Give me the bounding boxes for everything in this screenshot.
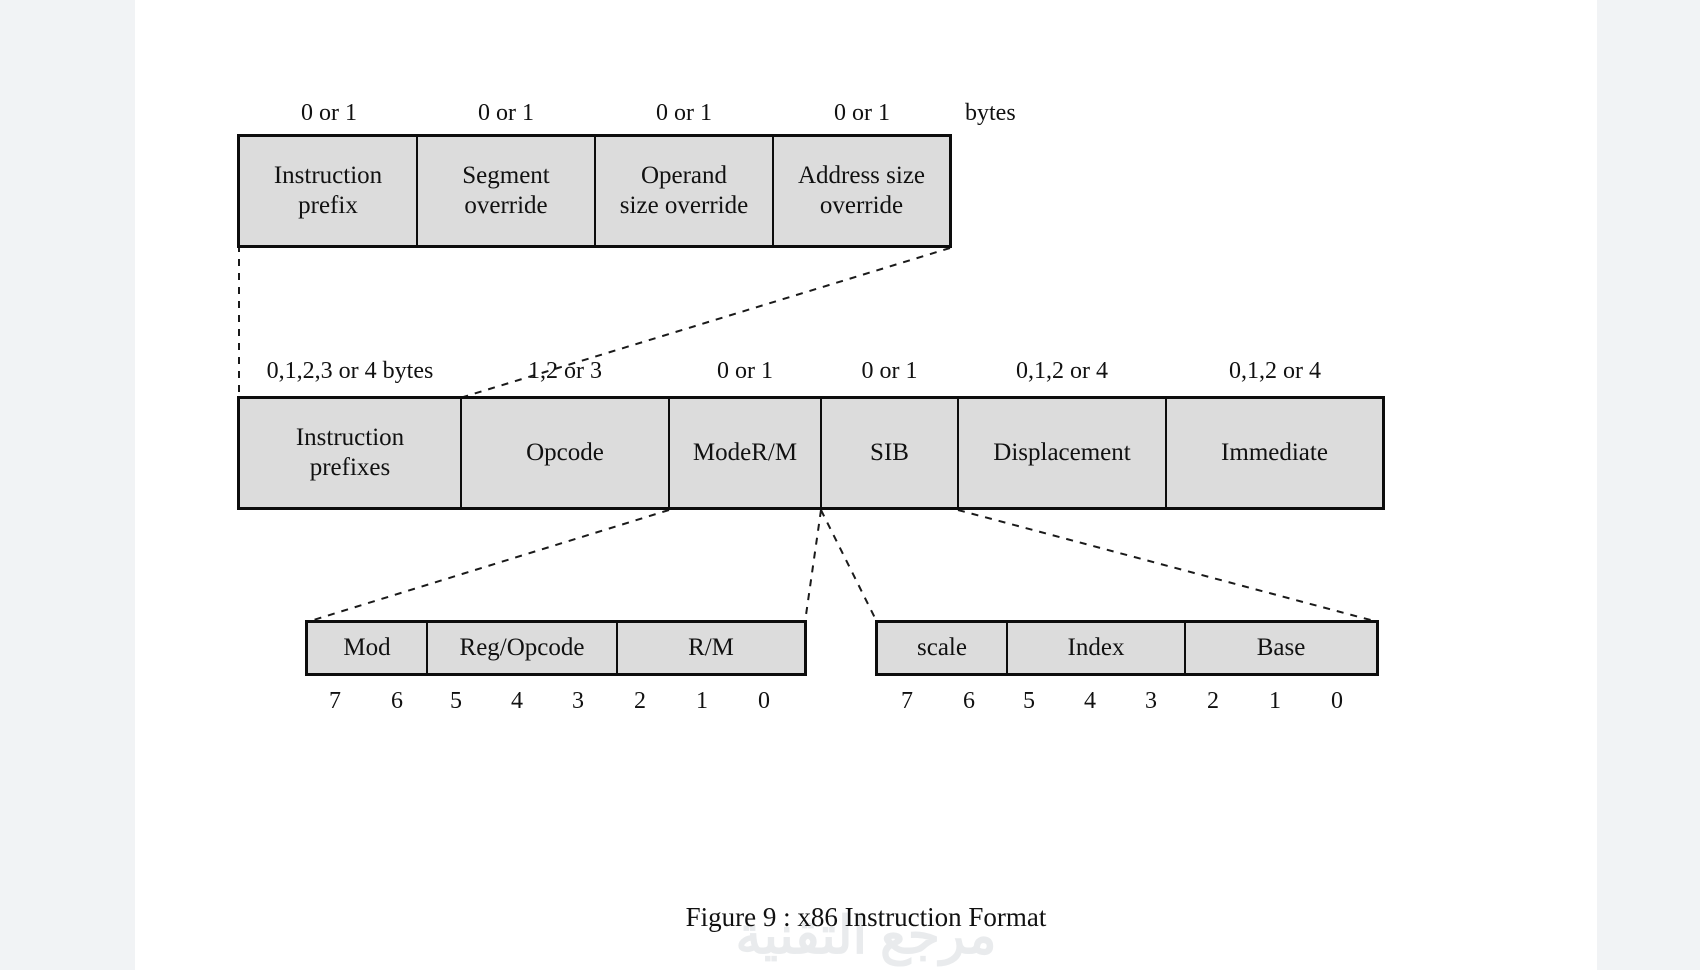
modrm-bit-3: 3: [572, 688, 584, 714]
instruction-size-label-4: 0,1,2 or 4: [1016, 358, 1108, 384]
instruction-size-label-1: 1,2 or 3: [528, 358, 602, 384]
connector-modrm-left: [306, 509, 670, 623]
instruction-cell-instruction-prefixes[interactable]: Instruction prefixes: [240, 399, 462, 507]
sib-bit-5: 5: [1023, 688, 1035, 714]
sib-bit-6: 6: [963, 688, 975, 714]
sib-cell-base[interactable]: Base: [1256, 633, 1306, 661]
modrm-bit-7: 7: [329, 688, 341, 714]
sib-bit-3: 3: [1145, 688, 1157, 714]
modrm-bit-6: 6: [391, 688, 403, 714]
sib-cell-index[interactable]: Index: [1008, 623, 1186, 673]
prefix-cell-address-size-override[interactable]: Address size override: [797, 161, 926, 220]
modrm-bit-4: 4: [511, 688, 523, 714]
connector-modrm-right: [804, 509, 822, 623]
document-page: 0 or 1 0 or 1 0 or 1 0 or 1 bytes Instru…: [135, 0, 1597, 970]
bytes-unit-label: bytes: [965, 100, 1016, 126]
connector-sib-right: [957, 509, 1379, 623]
prefix-cell-operand-size-override[interactable]: Operand size override: [596, 137, 774, 245]
prefix-cell-segment-override[interactable]: Segment override: [418, 137, 596, 245]
modrm-cell-rm[interactable]: R/M: [688, 633, 734, 661]
sib-bit-4: 4: [1084, 688, 1096, 714]
page-watermark: مرجع التقنية: [735, 908, 997, 965]
figure-caption: Figure 9 : x86 Instruction Format: [685, 902, 1047, 932]
modrm-row-frame: Mod Reg/Opcode R/M: [305, 620, 807, 676]
instruction-cell-modrm[interactable]: ModeR/M: [670, 399, 822, 507]
sib-row-frame: scale Index Base: [875, 620, 1379, 676]
prefix-size-label-3: 0 or 1: [834, 100, 890, 126]
instruction-cell-immediate[interactable]: Immediate: [1221, 438, 1328, 466]
modrm-bit-2: 2: [634, 688, 646, 714]
prefix-cell-instruction-prefix[interactable]: Instruction prefix: [240, 137, 418, 245]
instruction-size-label-5: 0,1,2 or 4: [1229, 358, 1321, 384]
sib-cell-scale[interactable]: scale: [878, 623, 1008, 673]
instruction-cell-sib[interactable]: SIB: [822, 399, 959, 507]
modrm-bit-0: 0: [758, 688, 770, 714]
sib-bit-0: 0: [1331, 688, 1343, 714]
prefix-size-label-2: 0 or 1: [656, 100, 712, 126]
prefix-row-frame: Instruction prefix Segment override Oper…: [237, 134, 952, 248]
modrm-cell-mod[interactable]: Mod: [308, 623, 428, 673]
modrm-bit-5: 5: [450, 688, 462, 714]
instruction-size-label-0: 0,1,2,3 or 4 bytes: [266, 358, 434, 384]
prefix-size-label-1: 0 or 1: [478, 100, 534, 126]
sib-bit-2: 2: [1207, 688, 1219, 714]
instruction-size-label-2: 0 or 1: [717, 358, 773, 384]
modrm-cell-reg-opcode[interactable]: Reg/Opcode: [428, 623, 618, 673]
sib-bit-7: 7: [901, 688, 913, 714]
instruction-cell-displacement[interactable]: Displacement: [959, 399, 1167, 507]
instruction-row-frame: Instruction prefixes Opcode ModeR/M SIB …: [237, 396, 1385, 510]
x86-instruction-format-figure: 0 or 1 0 or 1 0 or 1 0 or 1 bytes Instru…: [135, 0, 1597, 970]
prefix-size-label-0: 0 or 1: [301, 100, 357, 126]
connector-sib-left: [820, 509, 878, 623]
sib-bit-1: 1: [1269, 688, 1281, 714]
modrm-bit-1: 1: [696, 688, 708, 714]
instruction-size-label-3: 0 or 1: [861, 358, 918, 384]
instruction-cell-opcode[interactable]: Opcode: [462, 399, 670, 507]
